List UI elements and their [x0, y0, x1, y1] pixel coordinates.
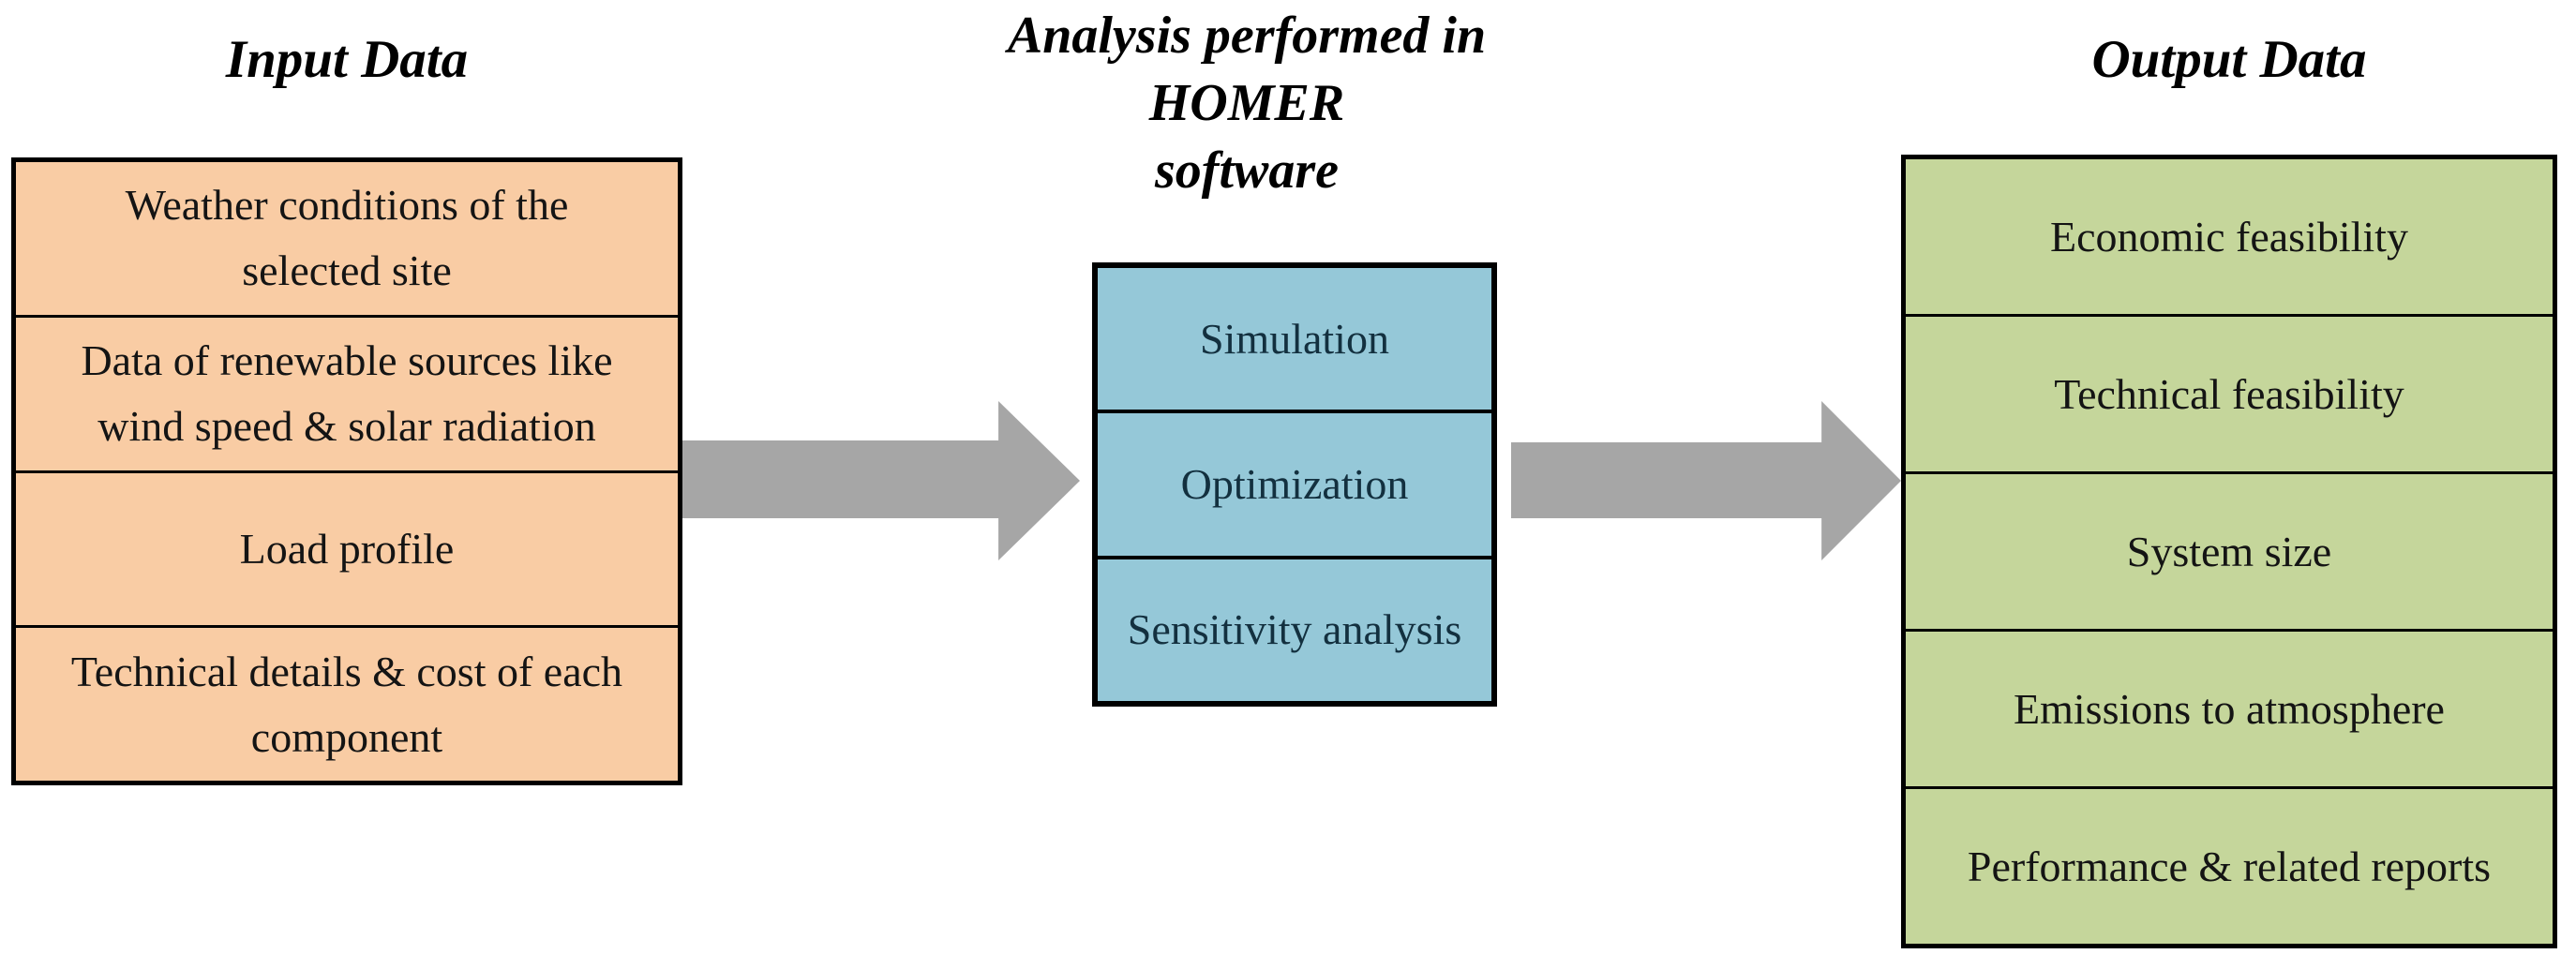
homer-analysis-heading: Analysis performed in HOMER software	[1007, 7, 1487, 200]
output-row-system-size: System size	[1906, 471, 2553, 629]
process-row-sensitivity-analysis: Sensitivity analysis	[1098, 555, 1491, 701]
output-data-heading: Output Data	[2091, 30, 2367, 89]
output-data-box: Economic feasibility Technical feasibili…	[1901, 155, 2557, 948]
input-row-weather: Weather conditions of the selected site	[125, 181, 569, 295]
input-data-box: Weather conditions of the selected site …	[11, 157, 682, 785]
output-row-performance-reports: Performance & related reports	[1906, 786, 2553, 944]
output-row-technical-feasibility: Technical feasibility	[1906, 314, 2553, 471]
flow-arrow-input-to-process	[682, 401, 1080, 560]
input-data-heading: Input Data	[225, 30, 469, 89]
input-row-technical-details: Technical details & cost of each compone…	[16, 625, 678, 781]
input-row-renewable-sources: Data of renewable sources like wind spee…	[16, 314, 678, 470]
input-row-load-profile: Load profile	[16, 470, 678, 626]
flow-arrow-process-to-output	[1511, 401, 1901, 560]
homer-process-box: Simulation Optimization Sensitivity anal…	[1092, 262, 1497, 707]
output-row-economic-feasibility: Economic feasibility	[2050, 212, 2408, 261]
process-row-optimization: Optimization	[1098, 410, 1491, 555]
process-row-simulation: Simulation	[1200, 314, 1389, 363]
output-row-emissions: Emissions to atmosphere	[1906, 629, 2553, 786]
